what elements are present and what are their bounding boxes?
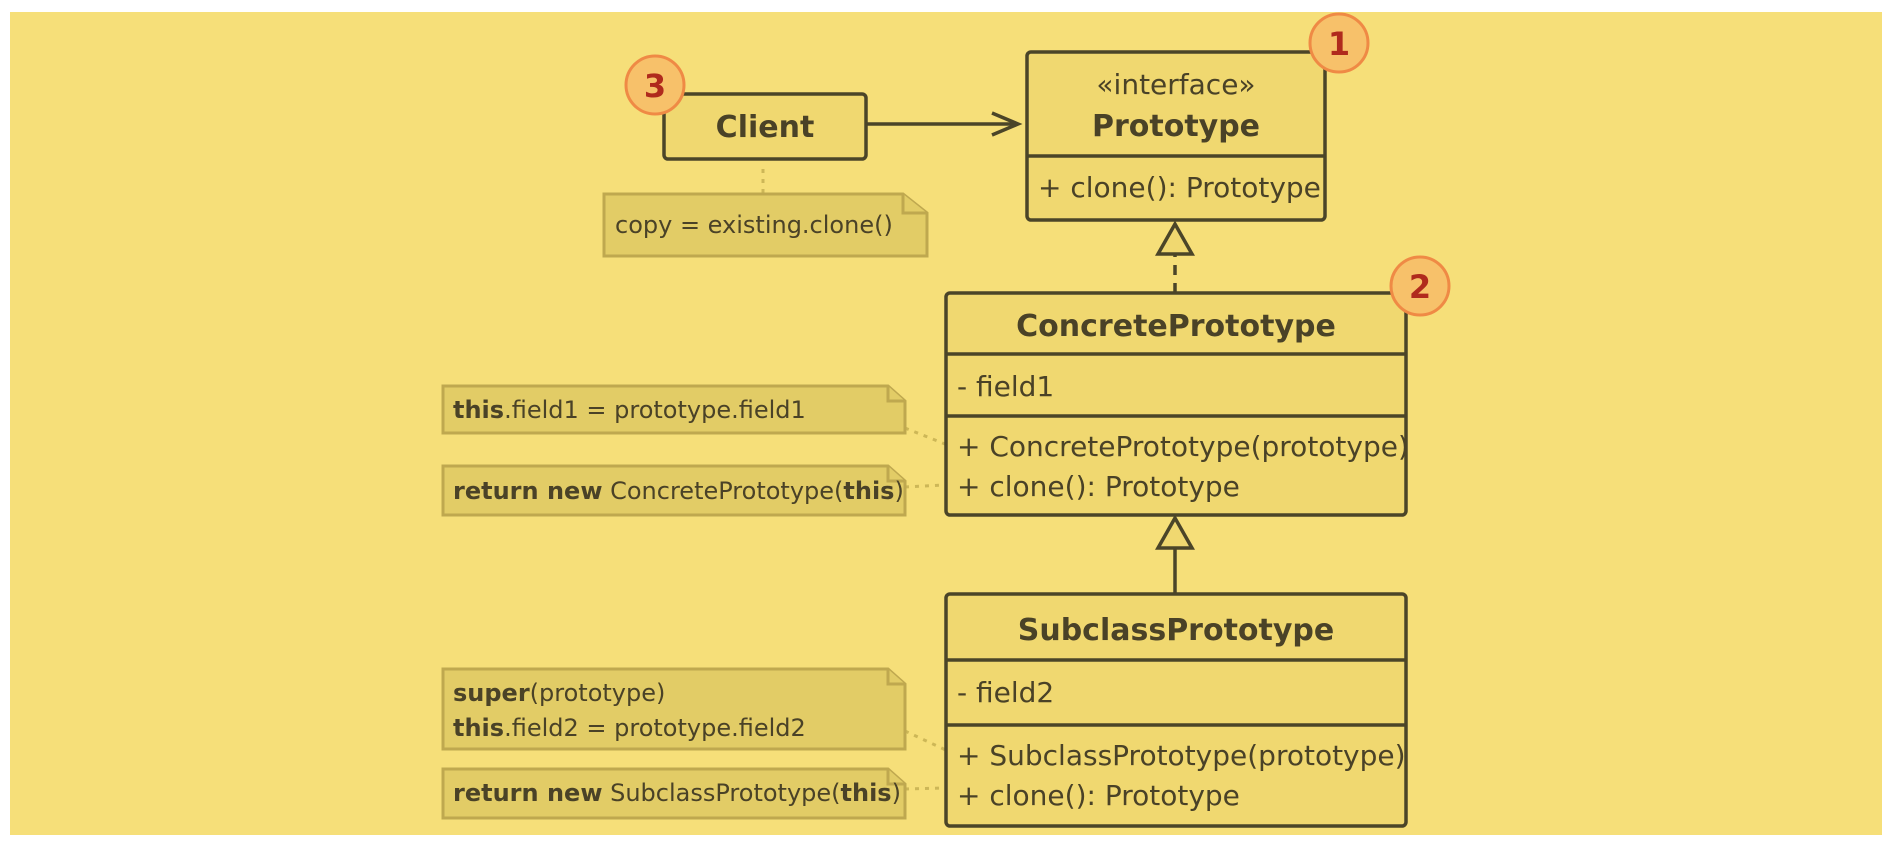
concrete-prototype-title: ConcretePrototype [1016,309,1336,344]
subclass-prototype-box: SubclassPrototype - field2 + SubclassPro… [944,592,1408,828]
concrete-field1: - field1 [957,370,1054,403]
subclass-ctor-note-connector [904,729,951,754]
subclass-field2: - field2 [957,676,1054,709]
client-note: copy = existing.clone() [602,192,929,258]
client-box: Client [662,92,868,161]
association-arrowhead [991,111,1023,137]
concrete-clone-note-connector [904,483,945,489]
concrete-clone-note-text: return new ConcretePrototype(this) [453,477,904,505]
badge-1-number: 1 [1328,25,1350,63]
client-note-text: copy = existing.clone() [615,211,893,239]
concrete-ctor-note-text: this.field1 = prototype.field1 [453,396,806,424]
inheritance-arrowhead [1154,514,1196,550]
concrete-clone-note: return new ConcretePrototype(this) [441,464,907,517]
badge-1: 1 [1308,12,1370,74]
subclass-constructor: + SubclassPrototype(prototype) [957,739,1406,772]
subclass-prototype-title: SubclassPrototype [1018,613,1335,648]
subclass-clone-method: + clone(): Prototype [957,779,1240,812]
subclass-clone-note: return new SubclassPrototype(this) [441,767,907,820]
concrete-ctor-note: this.field1 = prototype.field1 [441,384,907,435]
prototype-stereotype: «interface» [1096,68,1255,101]
badge-2: 2 [1389,255,1451,317]
subclass-ctor-note-line2: this.field2 = prototype.field2 [453,714,806,742]
prototype-title: Prototype [1092,109,1260,144]
realization-arrowhead [1154,220,1196,256]
concrete-ctor-note-connector [904,426,951,448]
badge-2-number: 2 [1409,268,1431,306]
subclass-ctor-note: super(prototype) this.field2 = prototype… [441,667,907,751]
concrete-clone-method: + clone(): Prototype [957,470,1240,503]
concrete-prototype-box: ConcretePrototype - field1 + ConcretePro… [944,291,1409,517]
client-title: Client [716,110,815,145]
prototype-method-clone: + clone(): Prototype [1038,171,1321,204]
subclass-clone-note-text: return new SubclassPrototype(this) [453,779,901,807]
prototype-interface-box: «interface» Prototype + clone(): Prototy… [1025,50,1327,222]
badge-3-number: 3 [644,67,666,105]
concrete-constructor: + ConcretePrototype(prototype) [957,430,1409,463]
badge-3: 3 [624,54,686,116]
subclass-clone-note-connector [904,786,945,791]
subclass-ctor-note-line1: super(prototype) [453,679,665,707]
